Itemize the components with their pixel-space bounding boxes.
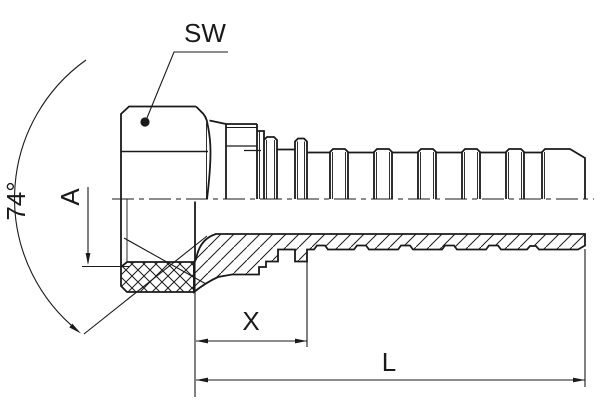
edge-detail-lines — [126, 123, 545, 262]
angle-arc-arrowhead — [69, 323, 81, 334]
sw-leader — [140, 51, 228, 127]
dimension-l — [194, 249, 586, 397]
fitting-bottom-edges — [120, 199, 196, 267]
nut-section — [120, 261, 195, 293]
cone-angle-annotation — [13, 59, 208, 335]
angle-arc — [13, 59, 87, 332]
label-seat-dim-a: A — [55, 188, 85, 206]
dimension-x — [196, 262, 308, 347]
label-wrench-size: SW — [184, 18, 226, 48]
label-cutback-x: X — [242, 306, 260, 336]
cone-line-lower — [83, 235, 208, 335]
section-hatch-areas — [120, 233, 586, 294]
label-overall-l: L — [381, 347, 397, 377]
dimension-a — [82, 187, 129, 268]
nipple-wall-section — [193, 233, 586, 294]
sw-leader-dot — [140, 117, 150, 127]
cone-line-upper — [123, 237, 207, 285]
label-cone-angle: 74° — [1, 181, 31, 221]
fitting-top-outline — [120, 105, 586, 200]
